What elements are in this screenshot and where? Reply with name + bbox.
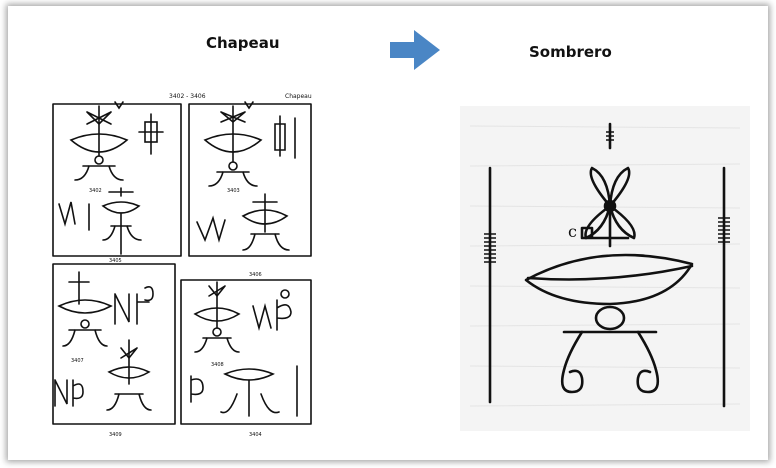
drawing-letter: c — [568, 222, 577, 241]
catalog-number-7: 3409 — [109, 432, 122, 438]
catalog-number-8: 3404 — [249, 432, 262, 438]
sombrero-watermark-drawing-image: c — [460, 106, 750, 431]
catalog-range-label: 3402 - 3406 — [169, 93, 206, 100]
catalog-number-4: 3406 — [249, 272, 262, 278]
catalog-heading-label: Chapeau — [285, 93, 312, 100]
catalog-number-5: 3407 — [71, 358, 84, 364]
slide-canvas: Chapeau Sombrero — [8, 6, 768, 460]
left-title: Chapeau — [206, 34, 280, 52]
catalog-number-2: 3403 — [227, 188, 240, 194]
catalog-number-3: 3405 — [109, 258, 122, 264]
right-title: Sombrero — [529, 43, 612, 61]
watermark-catalog-page-image: 3402 - 3406 Chapeau 3402 3403 3405 3406 … — [49, 84, 315, 444]
catalog-number-1: 3402 — [89, 188, 102, 194]
catalog-number-6: 3408 — [211, 362, 224, 368]
right-arrow-icon — [390, 30, 440, 70]
